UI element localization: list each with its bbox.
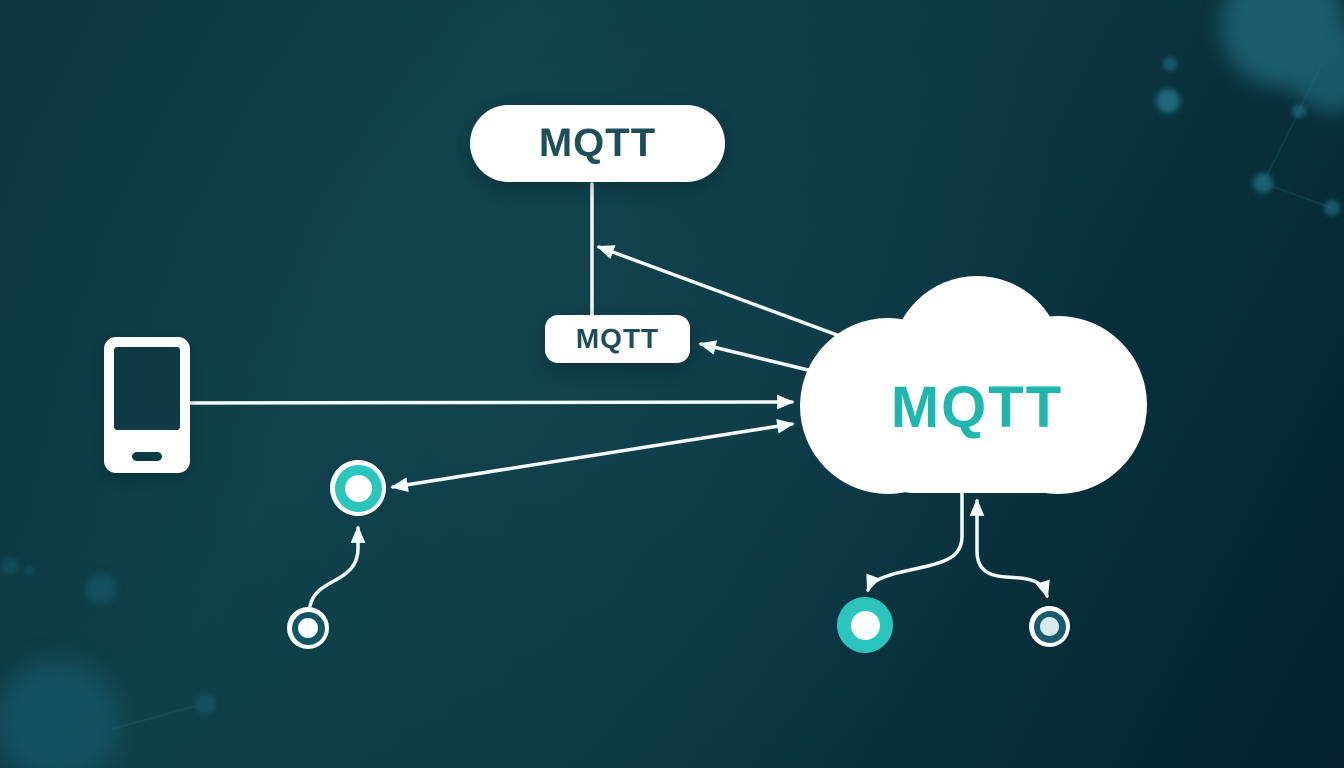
- arrow-cloud-to-pill-line: [596, 245, 858, 344]
- client-node-teal-ring-fill: [334, 464, 382, 512]
- mqtt-topic-pill-label: MQTT: [538, 121, 657, 165]
- mqtt-message-box: MQTT: [545, 315, 690, 363]
- arrow-small-node-to-teal-node: [308, 525, 366, 608]
- arrow-cloud-to-box: [698, 340, 814, 373]
- mqtt-message-box-label: MQTT: [575, 323, 660, 354]
- client-node-small-left-fill: [291, 611, 325, 645]
- arrow-cloud-to-teal-donut: [866, 484, 964, 593]
- arrow-cloud-small-node-bidirectional: [969, 498, 1050, 599]
- cloud-icon: [800, 276, 1147, 494]
- client-node-teal-ring: [330, 460, 386, 516]
- phone-screen: [114, 347, 180, 430]
- mqtt-topic-pill: MQTT: [470, 105, 725, 182]
- client-node-teal-donut: [837, 597, 893, 653]
- mqtt-broker-label: MQTT: [890, 375, 1064, 440]
- arrow-phone-to-cloud: [189, 394, 795, 410]
- phone-home-button: [132, 452, 162, 461]
- client-node-core: [1040, 617, 1059, 636]
- client-node-small-right-fill: [1033, 610, 1066, 643]
- client-node-core: [850, 610, 880, 640]
- client-node-core: [298, 618, 318, 638]
- client-node-core: [344, 474, 372, 502]
- arrow-cloud-teal-node-bidirectional: [390, 419, 795, 492]
- constellation-lines: [111, 61, 1333, 730]
- smartphone-icon: [104, 337, 190, 473]
- client-node-small-right: [1029, 606, 1070, 647]
- client-node-small-left: [287, 607, 329, 649]
